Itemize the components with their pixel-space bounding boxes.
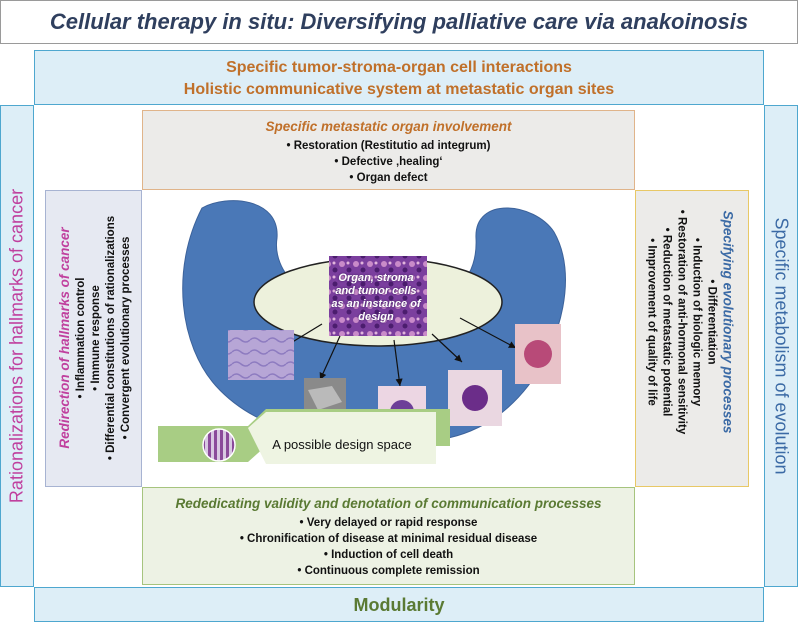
evolutionary-item-2: • Induction of biologic memory	[690, 237, 703, 407]
blood-cell-nucleus	[462, 385, 488, 411]
box-evolutionary	[635, 190, 749, 487]
hallmarks-heading: Redirection of hallmarks of cancer	[57, 227, 72, 449]
arrow-3	[393, 339, 403, 387]
communication-item-2: • Chronification of disease at minimal r…	[239, 533, 538, 545]
tissue-image	[228, 330, 294, 380]
box-hallmarks	[45, 190, 142, 487]
top-band-line-1: Specific tumor-stroma-organ cell interac…	[226, 59, 572, 76]
arrow-5	[459, 317, 517, 349]
top-band: Specific tumor-stroma-organ cell interac…	[34, 50, 764, 105]
organ-item-2: • Defective ‚healing‘	[334, 156, 443, 168]
left-band	[0, 105, 34, 587]
right-band-label: Specific metabolism of evolution	[771, 217, 792, 475]
top-band-line-2: Holistic communicative system at metasta…	[183, 81, 615, 98]
arrow-4	[431, 333, 463, 363]
right-band	[764, 105, 798, 587]
box-organ-involvement: Specific metastatic organ involvement • …	[142, 110, 635, 190]
stroma-texture	[308, 386, 342, 410]
evolutionary-heading: Specifying evolutionary processes	[720, 210, 736, 434]
hallmarks-text: Redirection of hallmarks of cancer • Inf…	[56, 216, 134, 460]
design-space-label: A possible design space	[272, 437, 412, 452]
evolutionary-item-5: • Improvement of quality of life	[645, 238, 658, 406]
arrow-2	[319, 335, 341, 381]
page-title: Cellular therapy in situ: Diversifying p…	[0, 0, 798, 44]
hallmarks-item-2: • Immune response	[90, 285, 102, 391]
left-band-label: Rationalizations for hallmarks of cancer	[6, 188, 27, 504]
communication-item-3: • Induction of cell death	[323, 549, 454, 561]
bottom-band: Modularity	[34, 587, 764, 622]
box-communication: Rededicating validity and denotation of …	[142, 487, 635, 585]
communication-item-4: • Continuous complete remission	[297, 565, 480, 577]
evolutionary-text: Specifying evolutionary processes • Diff…	[644, 210, 737, 434]
organ-item-3: • Organ defect	[349, 172, 428, 184]
hallmarks-item-1: • Inflammation control	[75, 277, 87, 399]
design-space-icon	[202, 428, 236, 462]
organ-item-1: • Restoration (Restitutio ad integrum)	[286, 140, 491, 152]
box-organ-involvement-heading: Specific metastatic organ involvement	[265, 119, 512, 134]
hallmarks-item-4: • Convergent evolutionary processes	[120, 236, 132, 440]
center-instance-label: Organ, stroma and tumor cells as an inst…	[331, 272, 421, 323]
tumor-cell-nucleus	[524, 340, 552, 368]
design-space-label-box	[248, 412, 436, 464]
hallmarks-item-3: • Differential constitutions of rational…	[105, 215, 117, 461]
design-diagram	[158, 200, 566, 464]
evolutionary-item-4: • Reduction of metastatic potential	[660, 227, 673, 417]
central-cells-image	[329, 256, 427, 336]
box-communication-heading: Rededicating validity and denotation of …	[175, 496, 602, 511]
evolutionary-item-3: • Restoration of anti-hormonal sensitivi…	[675, 209, 688, 435]
evolutionary-item-1: • Differentiation	[705, 279, 718, 365]
communication-item-1: • Very delayed or rapid response	[299, 517, 478, 529]
